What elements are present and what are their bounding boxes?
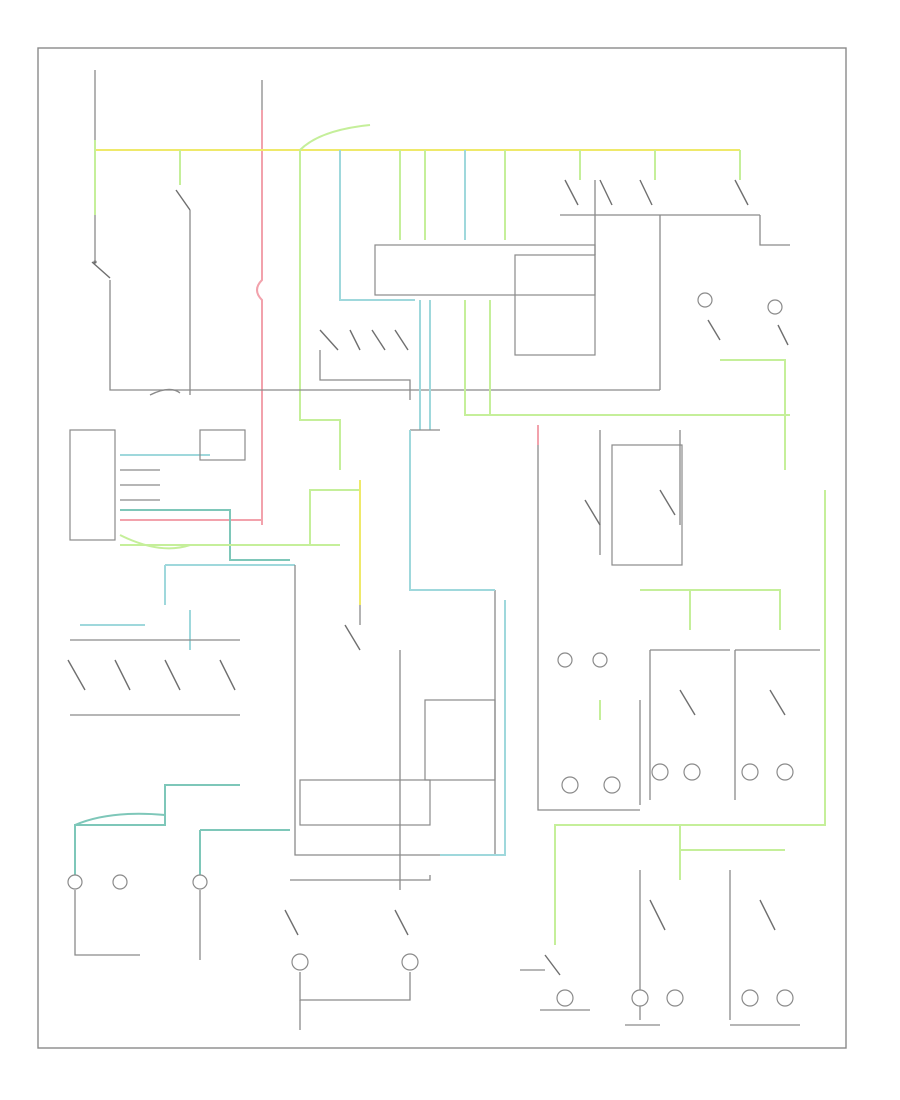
left-connector-block	[69, 429, 361, 605]
door-switch-row	[67, 564, 295, 716]
top-power-feeds	[94, 70, 741, 525]
diagram-border	[37, 47, 847, 1049]
bottom-right-lamps	[520, 825, 800, 1026]
bottom-left-lamps	[67, 784, 290, 960]
center-module	[294, 430, 506, 890]
top-right-switches	[560, 179, 790, 470]
right-middle-block	[537, 425, 781, 811]
right-door-lamps	[554, 490, 826, 945]
bottom-center-lamps	[284, 875, 431, 1030]
left-upper-switches	[91, 189, 660, 396]
top-center-module	[319, 180, 790, 431]
